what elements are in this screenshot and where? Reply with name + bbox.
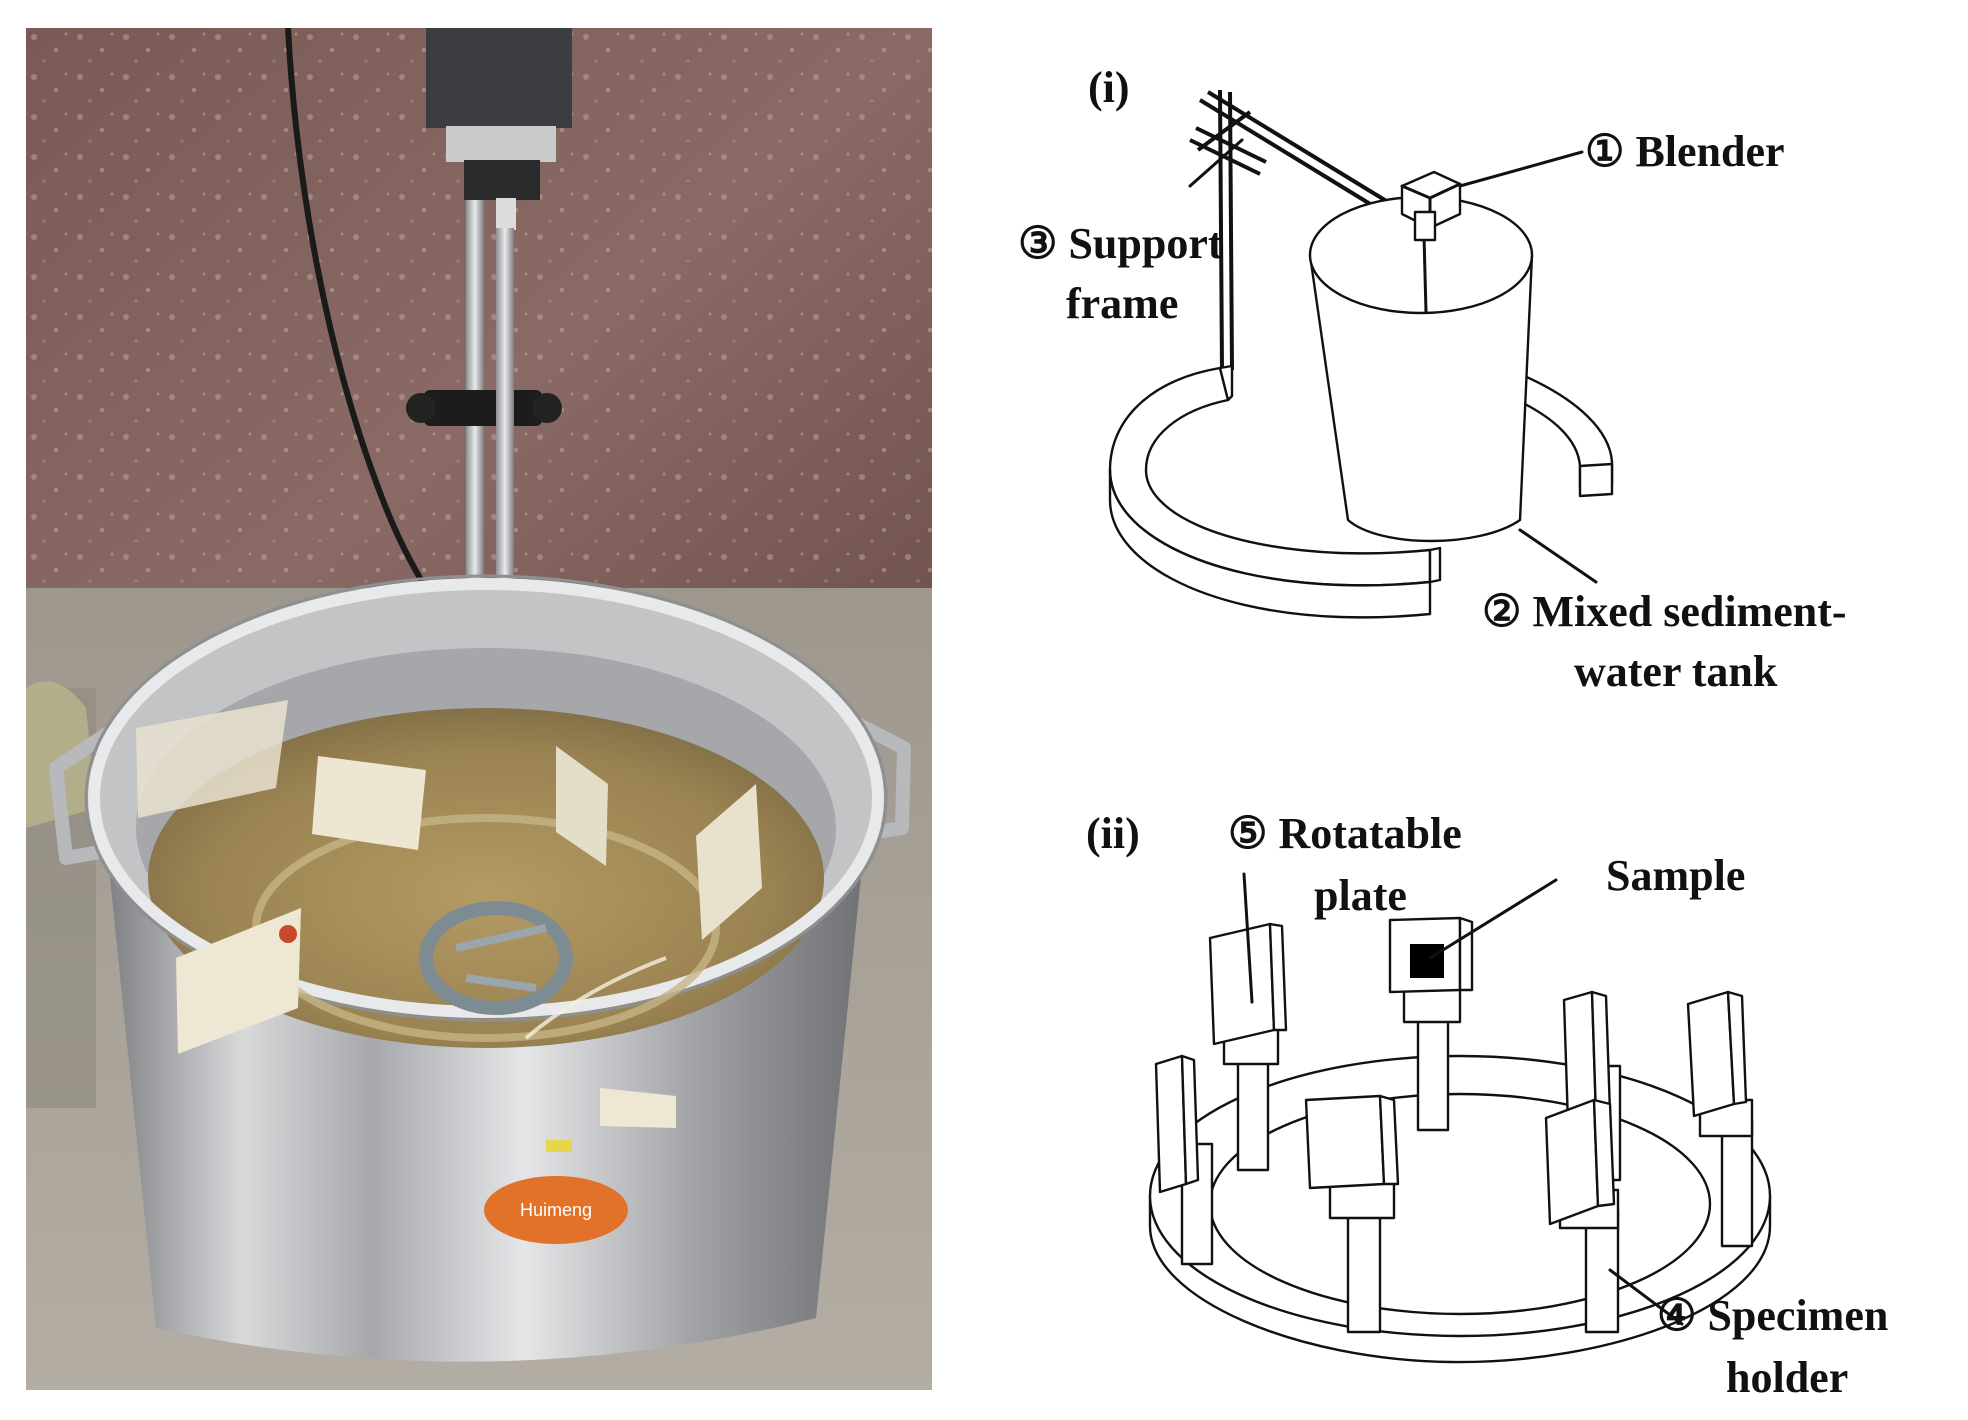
blender-leader: [1458, 150, 1584, 188]
rotatable-label-line2: plate: [1314, 871, 1407, 920]
rotatable-label-line1: ⑤ Rotatable: [1228, 809, 1462, 858]
tank-base-ring: [1108, 364, 1614, 619]
tank-sticker: Huimeng: [484, 1140, 628, 1244]
panel-i: (i): [1018, 63, 1847, 696]
holder-label-line2: holder: [1726, 1353, 1848, 1402]
panel-ii-label: (ii): [1086, 809, 1140, 858]
svg-text:Huimeng: Huimeng: [520, 1200, 592, 1220]
blender-head: [1400, 170, 1462, 242]
sample-label: Sample: [1606, 851, 1745, 900]
rod-clamp: [406, 390, 562, 426]
tank-label-line2: water tank: [1574, 647, 1778, 696]
blender-label: ① Blender: [1585, 127, 1785, 176]
support-frame-label-line2: frame: [1066, 279, 1178, 328]
experiment-photo: Huimeng: [26, 28, 932, 1390]
rotatable-plates: [136, 700, 762, 1128]
tank-label-line1: ② Mixed sediment-: [1482, 587, 1847, 636]
sample-leader: [1428, 878, 1558, 960]
mixed-tank-cup: [1308, 195, 1534, 543]
tank-leader: [1518, 528, 1598, 584]
holder-leader: [1608, 1268, 1684, 1326]
specimen-posts: [1154, 916, 1754, 1334]
support-frame-label-line1: ③ Support: [1018, 219, 1223, 268]
power-cable: [285, 28, 441, 610]
rotatable-leader: [1242, 872, 1254, 1004]
support-frame: [1188, 89, 1390, 371]
blender-motor: [426, 28, 572, 230]
panel-i-label: (i): [1088, 63, 1130, 112]
schematic-diagrams: (i): [1018, 63, 1888, 1402]
sample-square: [1410, 944, 1444, 978]
panel-ii: (ii): [1086, 809, 1888, 1402]
holder-label-line1: ④ Specimen: [1657, 1291, 1888, 1340]
